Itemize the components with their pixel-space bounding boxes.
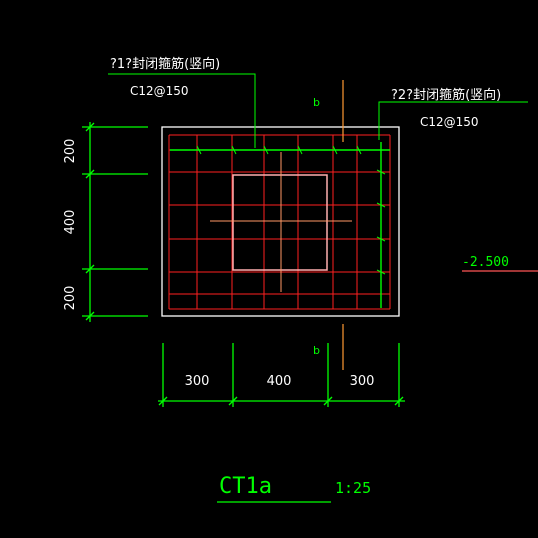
dim-horizontal-2: 400	[267, 374, 292, 389]
pile-cap-outline	[161, 126, 400, 317]
vertical-dimension-chain	[82, 122, 148, 322]
dim-vertical-1: 200	[63, 139, 78, 164]
section-mark-top: b	[313, 96, 320, 109]
dim-vertical-2: 400	[63, 210, 78, 235]
dim-horizontal-1: 300	[185, 374, 210, 389]
rebar2-ticks	[376, 169, 386, 275]
drawing-scale: 1:25	[335, 479, 371, 497]
dim-vertical-3: 200	[63, 286, 78, 311]
rebar-grid	[168, 134, 391, 310]
rebar1-spec: C12@150	[130, 84, 189, 98]
rebar2-leader	[378, 101, 528, 140]
rebar1-ticks	[196, 145, 362, 155]
dim-horizontal-3: 300	[350, 374, 375, 389]
rebar1-leader	[108, 73, 256, 148]
section-mark-bottom: b	[313, 344, 320, 357]
elevation-label: -2.500	[462, 255, 509, 270]
rebar2-spec: C12@150	[420, 115, 479, 129]
rebar2-callout: ?2?封闭箍筋(竖向)	[391, 87, 501, 103]
column-outline	[232, 174, 328, 271]
horizontal-dimension-chain	[158, 343, 405, 407]
rebar1-callout: ?1?封闭箍筋(竖向)	[110, 56, 220, 72]
drawing-title: CT1a	[219, 474, 272, 499]
